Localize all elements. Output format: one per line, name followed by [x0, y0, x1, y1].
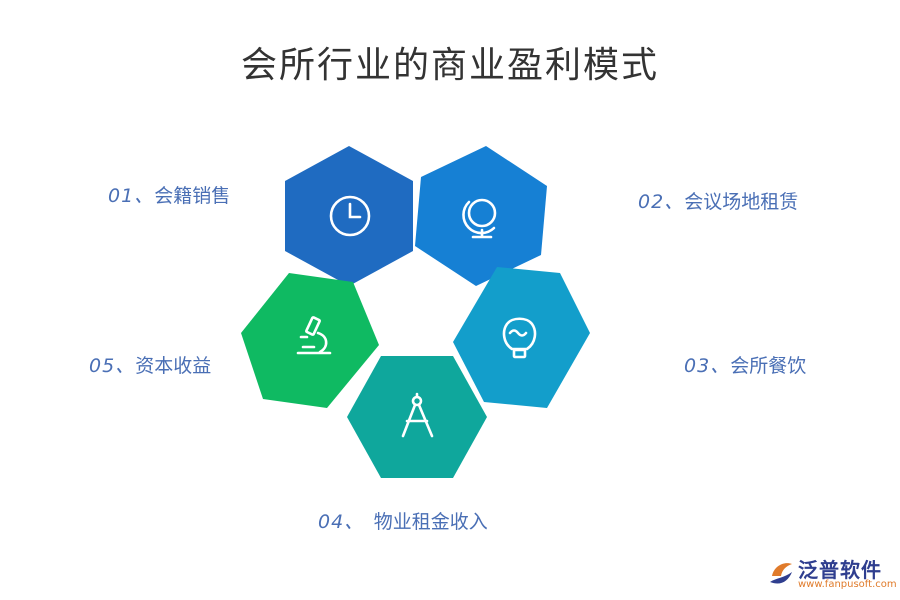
compass-icon [401, 392, 434, 438]
label-01-text: 会籍销售 [154, 185, 231, 207]
page-title: 会所行业的商业盈利模式 [240, 45, 659, 86]
hexagon-04 [347, 356, 487, 478]
hexagon-05 [241, 273, 379, 408]
label-02-number: 02、 [638, 191, 685, 213]
label-02-text: 会议场地租赁 [684, 191, 799, 213]
lightbulb-icon [502, 317, 537, 359]
label-04-number: 04、 [318, 511, 355, 533]
globe-icon [462, 198, 497, 239]
label-03: 03、会所餐饮 [684, 351, 806, 378]
label-05-text: 资本收益 [135, 355, 212, 377]
logo-icon [770, 563, 792, 584]
label-05-number: 05、 [89, 355, 136, 377]
label-03-text: 会所餐饮 [730, 355, 807, 377]
label-03-number: 03、 [684, 355, 731, 377]
hexagon-03 [453, 267, 590, 408]
label-04-text: 物业租金收入 [354, 511, 488, 533]
logo-name: 泛普软件 [798, 558, 882, 582]
label-01: 01、会籍销售 [108, 181, 230, 208]
hexagon-02 [415, 146, 547, 286]
label-01-number: 01、 [108, 185, 155, 207]
label-05: 05、资本收益 [89, 351, 211, 378]
label-02: 02、会议场地租赁 [638, 187, 798, 214]
clock-icon [329, 195, 371, 237]
microscope-icon [296, 316, 332, 355]
label-04: 04、 物业租金收入 [318, 507, 488, 534]
brand-logo: 泛普软件 www.fanpusoft.com [768, 552, 897, 596]
logo-url: www.fanpusoft.com [798, 579, 897, 590]
